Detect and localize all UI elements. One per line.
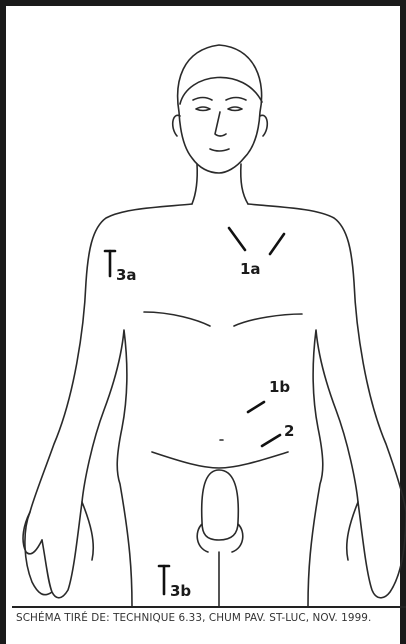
figure-caption: SCHÉMA TIRÉ DE: TECHNIQUE 6.33, CHUM PAV…	[16, 612, 404, 624]
left-pectoral	[144, 312, 210, 326]
marker-1a-right	[270, 234, 284, 254]
neck-right	[241, 164, 248, 204]
right-eyebrow	[226, 98, 246, 101]
left-eye	[196, 107, 210, 111]
head-outline	[178, 45, 262, 173]
neck-left	[192, 164, 197, 204]
caption-divider	[12, 606, 406, 608]
label-1a: 1a	[240, 260, 261, 278]
label-3a: 3a	[116, 266, 137, 284]
genitals	[197, 470, 243, 552]
marker-1a-left	[229, 228, 245, 250]
left-eyebrow	[193, 98, 212, 101]
marker-2	[262, 435, 280, 446]
torso-outline	[23, 204, 406, 606]
body-diagram: 1a 1b 2 3a 3b	[12, 12, 406, 606]
label-1b: 1b	[269, 378, 290, 396]
right-ear	[260, 115, 267, 136]
nose	[215, 112, 226, 136]
label-3b: 3b	[170, 582, 191, 600]
right-eye	[228, 107, 242, 111]
right-hand	[347, 502, 406, 598]
marker-1b	[248, 402, 264, 412]
abdomen-line	[152, 452, 288, 468]
right-pectoral	[234, 314, 302, 326]
label-2: 2	[284, 422, 294, 440]
mouth	[210, 149, 229, 151]
